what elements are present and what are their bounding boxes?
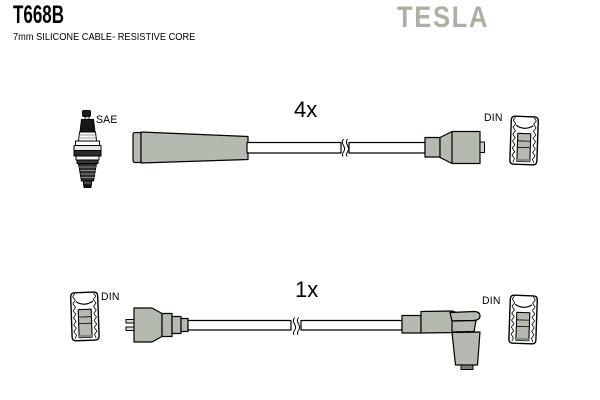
tesla-brand-logo: TESLA (397, 1, 490, 34)
bottom-cable-assembly (70, 291, 538, 370)
din-terminal-icon (508, 294, 538, 345)
din-terminal-icon (509, 115, 539, 166)
cable-break-mark (292, 317, 301, 336)
page-subtitle: 7mm SILICONE CABLE- RESISTIVE CORE (13, 31, 196, 43)
coil-plug-straight (125, 307, 189, 343)
label-din-top-right: DIN (484, 112, 503, 124)
distributor-boot-straight (424, 130, 485, 165)
label-quantity-bottom: 1x (295, 277, 319, 302)
page-title: T668B (13, 1, 65, 29)
label-din-bottom-left: DIN (101, 291, 120, 303)
label-quantity-top: 4x (294, 97, 318, 122)
cable-segment (300, 319, 403, 331)
spark-plug-icon (73, 110, 102, 188)
cable-segment (348, 141, 426, 154)
label-sae-top-left: SAE (96, 114, 118, 126)
label-din-bottom-right: DIN (482, 295, 501, 307)
cable-break-mark (341, 138, 350, 157)
top-cable-assembly (132, 115, 539, 166)
plug-boot-straight (132, 131, 249, 164)
cable-segment (246, 141, 342, 154)
din-terminal-icon (70, 291, 100, 342)
distributor-boot-elbow (401, 310, 481, 370)
cable-segment (187, 319, 292, 331)
